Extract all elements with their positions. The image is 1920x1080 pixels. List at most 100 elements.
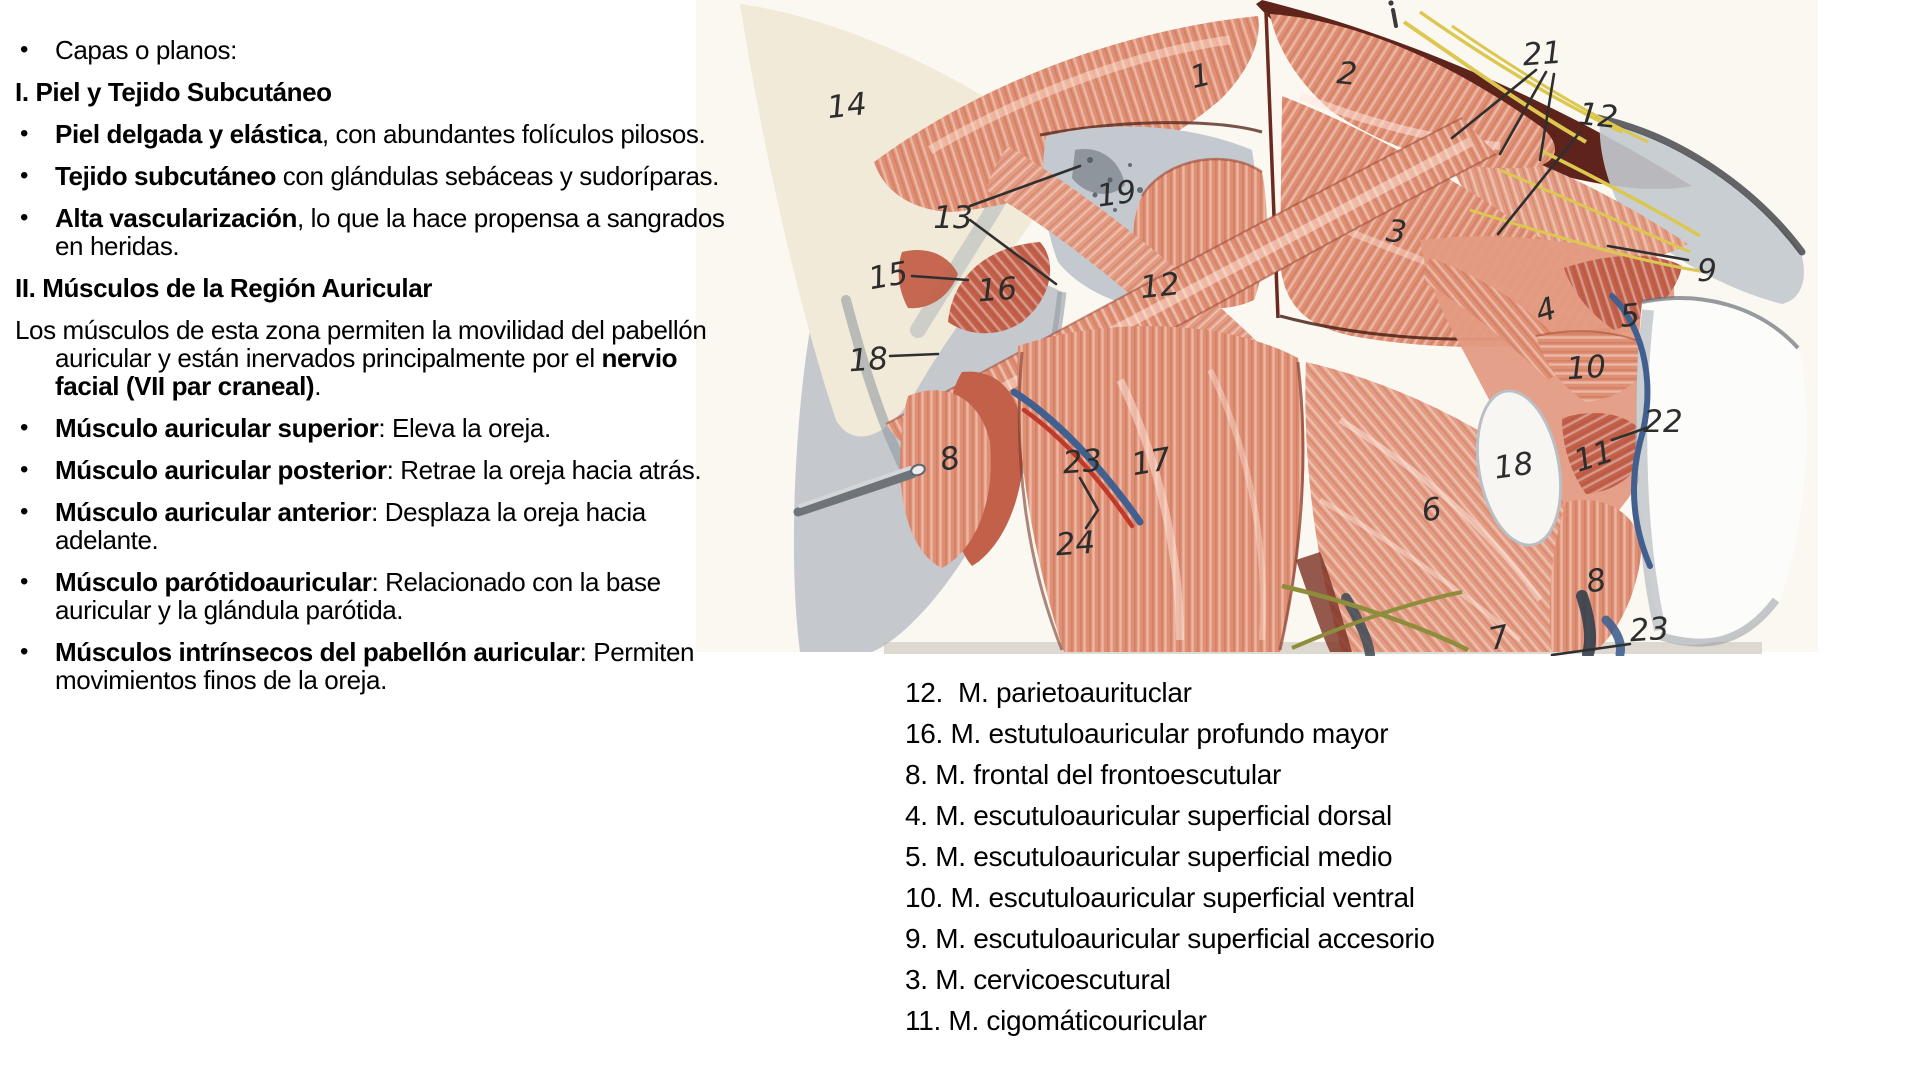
figure-label-21: 21: [1521, 35, 1563, 74]
figure-label-13: 13: [933, 200, 972, 236]
cropped-label: [1388, 0, 1398, 28]
figure-leader-line: [1498, 70, 1548, 156]
figure-leader-line: [910, 274, 970, 282]
nerve-branches-21: [1402, 10, 1707, 274]
muscle-17: [1017, 326, 1305, 652]
legend-item: 12. M. parietoaurituclar: [905, 677, 1192, 708]
ear-base-18: [1475, 389, 1563, 547]
legend-item: 9. M. escutuloauricular superficial acce…: [905, 923, 1435, 954]
midline-seam: [1264, 11, 1280, 319]
bottom-accents: [1281, 583, 1625, 656]
text-run: Capas o planos:: [55, 35, 237, 65]
figure-label-16: 16: [976, 271, 1018, 310]
text-run: Tejido subcutáneo: [55, 161, 276, 191]
text-run: : Eleva la oreja.: [378, 413, 551, 443]
bullet-item-capas: Capas o planos:: [15, 36, 760, 64]
figure-label-9: 9: [1697, 253, 1717, 289]
figure-leader-line: [1078, 476, 1099, 510]
muscle-16: [948, 242, 1051, 334]
text-run: : Permiten movimientos finos de la oreja…: [55, 637, 695, 695]
text-run: I. Piel y Tejido Subcutáneo: [15, 77, 332, 107]
bullet-item-superior: Músculo auricular superior: Eleva la ore…: [15, 414, 760, 442]
muscle-8-left: [900, 371, 1024, 568]
figure-leader-line: [1084, 508, 1100, 530]
text-run: Los músculos de esta zona permiten la mo…: [15, 315, 707, 373]
slide-text-column: Capas o planos: I. Piel y Tejido Subcutá…: [15, 36, 760, 708]
text-run: Músculo auricular posterior: [55, 455, 387, 485]
legend-item: 5. M. escutuloauricular superficial medi…: [905, 841, 1393, 872]
heading-musculos-region: II. Músculos de la Región Auricular: [15, 274, 760, 302]
bullet-item-parotidoauricular: Músculo parótidoauricular: Relacionado c…: [15, 568, 760, 624]
figure-leader-line: [888, 352, 940, 358]
figure-label-17: 17: [1129, 441, 1174, 483]
bullet-item-tejido: Tejido subcutáneo con glándulas sebáceas…: [15, 162, 760, 190]
text-run: : Desplaza la oreja hacia adelante.: [55, 497, 646, 555]
muscle-4: [1424, 258, 1576, 380]
legend-item: 16. M. estutuloauricular profundo mayor: [905, 718, 1389, 749]
muscle-5: [1564, 255, 1682, 330]
text-run: con glándulas sebáceas y sudoríparas.: [275, 161, 720, 191]
text-run: nervio facial (VII par craneal): [55, 343, 678, 401]
figure-label-23: 23: [1061, 443, 1103, 482]
ear-concha: [1609, 293, 1807, 647]
anatomy-figure: 1412211219133151612945101822111882317624…: [696, 0, 1818, 656]
paragraph-inervacion: Los músculos de esta zona permiten la mo…: [15, 316, 760, 400]
text-run: Músculo auricular anterior: [55, 497, 372, 527]
figure-label-15: 15: [866, 255, 911, 297]
bullet-item-anterior: Músculo auricular anterior: Desplaza la …: [15, 498, 760, 554]
figure-leader-line: [968, 218, 1058, 286]
figure-leader-line: [1496, 130, 1582, 236]
figure-label-19: 19: [1095, 174, 1139, 215]
text-run: Músculos intrínsecos del pabellón auricu…: [55, 637, 580, 667]
figure-leader-lines: [888, 68, 1690, 656]
figure-label-18: 18: [847, 341, 889, 380]
figure-label-5: 5: [1618, 297, 1641, 335]
figure-leader-line: [1450, 68, 1538, 140]
text-run: : Relacionado con la base auricular y la…: [55, 567, 661, 625]
legend-item: 10. M. escutuloauricular superficial ven…: [905, 882, 1415, 913]
figure-label-24: 24: [1054, 525, 1096, 564]
legend-item: 11. M. cigomáticouricular: [905, 1005, 1207, 1036]
probe: [793, 463, 926, 517]
bullet-item-intrinsecos: Músculos intrínsecos del pabellón auricu…: [15, 638, 760, 694]
muscle-10: [1535, 330, 1653, 402]
bullet-item-posterior: Músculo auricular posterior: Retrae la o…: [15, 456, 760, 484]
muscle-6: [1296, 362, 1571, 652]
figure-label-22: 22: [1643, 404, 1682, 440]
figure-label-2: 2: [1335, 55, 1358, 93]
muscle-8-right: [1549, 499, 1642, 652]
figure-leader-line: [968, 164, 1082, 208]
text-run: Músculo auricular superior: [55, 413, 379, 443]
vessels-23-24: [1010, 388, 1144, 529]
bullet-item-vascularizacion: Alta vascularización, lo que la hace pro…: [15, 204, 760, 260]
figure-leader-line: [1550, 642, 1632, 656]
text-run: Alta vascularización: [55, 203, 297, 233]
bullet-item-piel: Piel delgada y elástica, con abundantes …: [15, 120, 760, 148]
figure-legend: 12. M. parietoaurituclar 16. M. estutulo…: [905, 672, 1435, 1041]
figure-label-14: 14: [825, 86, 868, 126]
figure-label-10: 10: [1565, 349, 1607, 388]
figure-label-12: 12: [1138, 266, 1181, 306]
figure-leader-line: [1538, 72, 1556, 162]
muscle-15: [898, 250, 958, 309]
text-run: Piel delgada y elástica: [55, 119, 322, 149]
figure-label-18: 18: [1492, 446, 1536, 487]
text-run: : Retrae la oreja hacia atrás.: [386, 455, 702, 485]
ear-cartilage-top-right: [1594, 114, 1806, 304]
figure-label-12: 12: [1577, 96, 1620, 136]
figure-leader-line: [1610, 426, 1648, 442]
figure-leader-line: [1606, 244, 1690, 262]
text-run: .: [314, 371, 322, 401]
legend-item: 3. M. cervicoescutural: [905, 964, 1171, 995]
figure-label-23: 23: [1628, 611, 1670, 650]
text-run: , lo que la hace propensa a sangrados en…: [55, 203, 725, 261]
text-run: II. Músculos de la Región Auricular: [15, 273, 433, 303]
legend-item: 8. M. frontal del frontoescutular: [905, 759, 1282, 790]
heading-piel-tejido: I. Piel y Tejido Subcutáneo: [15, 78, 760, 106]
muscle-1: [874, 16, 1263, 212]
text-run: Músculo parótidoauricular: [55, 567, 372, 597]
legend-item: 4. M. escutuloauricular superficial dors…: [905, 800, 1392, 831]
